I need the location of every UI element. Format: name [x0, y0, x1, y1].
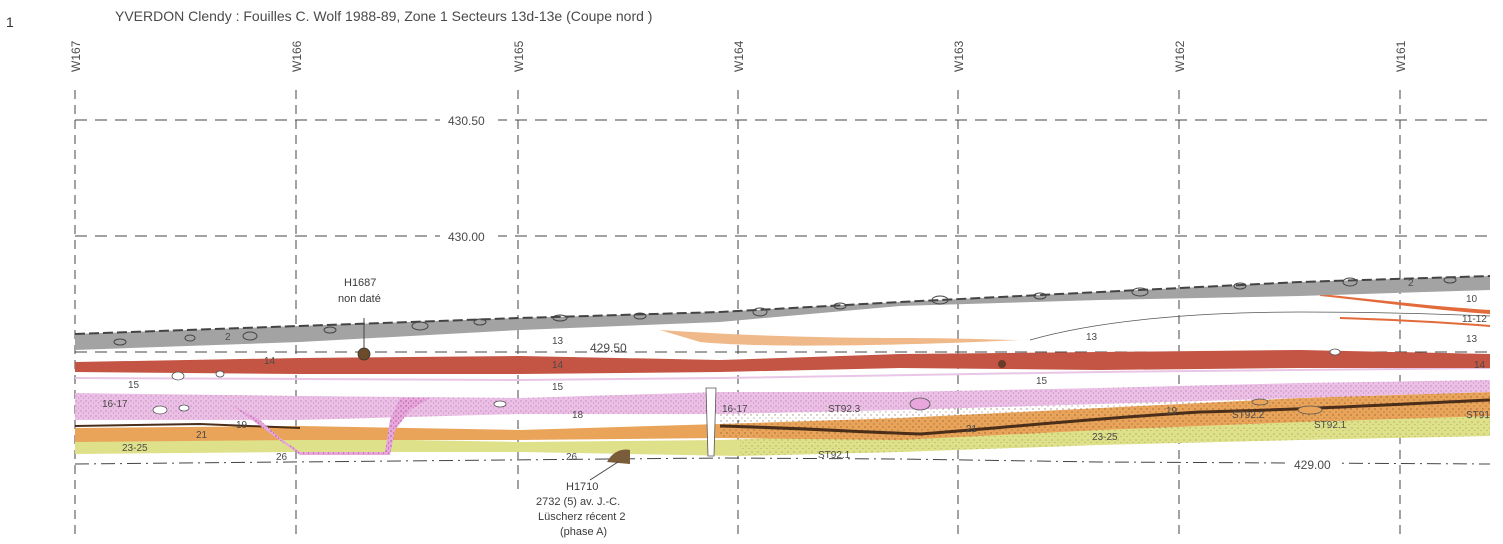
layer-21	[75, 392, 1490, 442]
level-lines	[75, 119, 1490, 353]
label-st92-1b: ST92.1	[1314, 420, 1347, 431]
label-14c: 14	[1474, 360, 1486, 371]
label-26a: 26	[276, 452, 288, 463]
h1710-date: 2732 (5) av. J.-C.	[536, 496, 620, 508]
level-label-430-50: 430.50	[448, 114, 485, 128]
label-11-12: 11-12	[1462, 314, 1487, 325]
layer-dark-band	[719, 398, 1491, 436]
h1710-phase: Lüscherz récent 2	[538, 511, 625, 523]
h1687-note: non daté	[338, 293, 381, 305]
label-st92-2: ST92.2	[1232, 410, 1265, 421]
h1710-sub: (phase A)	[560, 526, 607, 538]
label-2a: 2	[225, 332, 231, 343]
grid-labels: W167 W166 W165 W164 W163 W162 W161	[69, 40, 1408, 72]
h1687-id: H1687	[344, 277, 376, 289]
grid-label-w165: W165	[512, 40, 526, 72]
label-10: 10	[1466, 294, 1478, 305]
label-23-25b: 23-25	[1092, 432, 1118, 443]
label-st92-1a: ST92.1	[818, 450, 851, 461]
layer-labels: 2 2 10 11-12 13 13 13 14 14 14 15 15 15 …	[102, 278, 1490, 463]
label-21b: 21	[966, 424, 978, 435]
label-19a: 19	[236, 420, 248, 431]
label-13a: 13	[552, 336, 564, 347]
stake	[705, 387, 717, 457]
grid-label-w163: W163	[952, 40, 966, 72]
page-number: 1	[6, 14, 14, 30]
label-14a: 14	[264, 356, 276, 367]
label-18: 18	[572, 410, 584, 421]
level-label-429-50: 429.50	[590, 341, 627, 355]
grid-label-w162: W162	[1173, 40, 1187, 72]
annotation-h1687: H1687 non daté	[338, 277, 381, 305]
label-15b: 15	[552, 382, 564, 393]
grid-label-w166: W166	[290, 40, 304, 72]
label-13c: 13	[1466, 334, 1478, 345]
label-21a: 21	[196, 430, 208, 441]
label-15a: 15	[128, 380, 140, 391]
level-line-429-00	[74, 457, 1491, 465]
label-26b: 26	[566, 452, 578, 463]
label-2b: 2	[1408, 278, 1414, 289]
label-st91: ST91	[1466, 410, 1490, 421]
h1687-object	[357, 347, 371, 361]
label-16-17b: 16-17	[722, 404, 748, 415]
label-16-17a: 16-17	[102, 399, 128, 410]
grid-label-w167: W167	[69, 40, 83, 72]
layer-2-gravel	[75, 276, 1490, 350]
label-13b: 13	[1086, 332, 1098, 343]
layer-14	[75, 350, 1490, 374]
grid-label-w161: W161	[1394, 40, 1408, 72]
grid-label-w164: W164	[732, 40, 746, 72]
layer-13-lens	[660, 330, 1020, 346]
label-15c: 15	[1036, 376, 1048, 387]
annotation-h1710: H1710 2732 (5) av. J.-C. Lüscherz récent…	[536, 461, 625, 538]
level-label-430-00: 430.00	[448, 230, 485, 244]
level-label-429-00: 429.00	[1294, 458, 1331, 472]
figure-title: YVERDON Clendy : Fouilles C. Wolf 1988-8…	[115, 8, 653, 24]
h1710-object	[607, 449, 630, 464]
label-23-25a: 23-25	[122, 443, 148, 454]
label-19b: 19	[1166, 406, 1178, 417]
label-14b: 14	[552, 360, 564, 371]
h1710-id: H1710	[566, 481, 598, 493]
label-st92-3: ST92.3	[828, 404, 861, 415]
